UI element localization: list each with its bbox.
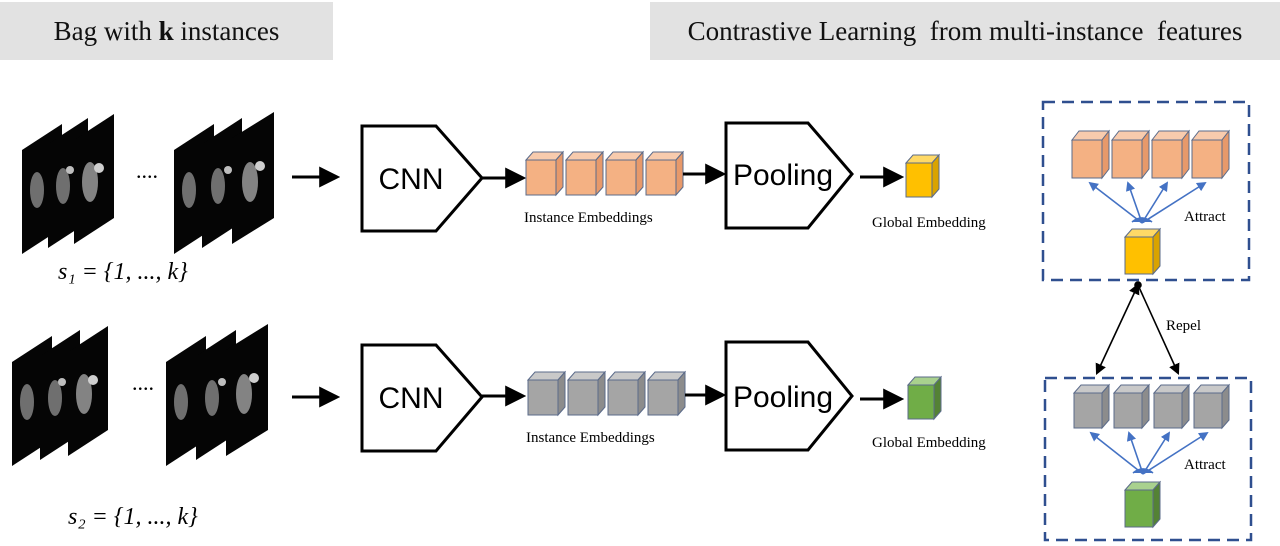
header-bag: Bag with k instances (0, 2, 333, 60)
set-label-2: s₂ = {1, ..., k} (68, 504, 198, 530)
embedding-cube (1152, 383, 1191, 430)
anchor-cube-green (1123, 480, 1162, 529)
embedding-cube (606, 370, 647, 417)
top-instance-cubes (1070, 129, 1231, 180)
embedding-cube (1072, 383, 1111, 430)
cnn-label-1: CNN (379, 163, 444, 196)
attract-arrows-top (1088, 181, 1207, 224)
ct-slice-stack-1b (174, 112, 274, 254)
embedding-cube (1110, 129, 1151, 180)
global-embedding-cube-1 (904, 153, 941, 199)
cnn-block-2 (360, 343, 484, 453)
pooling-label-2: Pooling (733, 381, 833, 414)
ellipsis-row-1: .... (136, 158, 158, 183)
embedding-cube (1070, 129, 1111, 180)
embedding-cube (524, 150, 565, 197)
global-label-2: Global Embedding (872, 435, 986, 451)
ct-slice-stack-1a (22, 114, 114, 254)
row-2: .... s₂ = {1, ..., k} CNN (12, 324, 986, 530)
cnn-block-1 (360, 124, 484, 233)
embeddings-label-2: Instance Embeddings (526, 430, 655, 446)
instance-embeddings-2 (526, 370, 687, 417)
attract-label-bottom: Attract (1184, 457, 1226, 473)
set-label-1: s₁ = {1, ..., k} (58, 259, 188, 285)
header-contrastive: Contrastive Learning from multi-instance… (650, 2, 1280, 60)
pooling-label-1: Pooling (733, 159, 833, 192)
repel-label: Repel (1166, 318, 1201, 334)
embedding-cube (566, 370, 607, 417)
ct-slice-stack-2b (166, 324, 268, 466)
header-bag-suffix: instances (173, 15, 280, 46)
contrastive-panel: Attract Repel (1041, 100, 1253, 542)
attract-arrows-bottom (1089, 431, 1209, 475)
embedding-cube (646, 370, 687, 417)
positive-bag-box (1041, 100, 1251, 282)
row-1: .... s₁ = {1, ..., k} CNN (22, 112, 986, 285)
pooling-block-2 (724, 340, 854, 452)
header-bag-k: k (158, 15, 174, 46)
instance-embeddings-1 (524, 150, 685, 197)
embedding-cube (1190, 129, 1231, 180)
embedding-cube (1112, 383, 1151, 430)
bottom-instance-cubes (1072, 383, 1231, 430)
embedding-cube (644, 150, 685, 197)
ellipsis-row-2: .... (132, 370, 154, 395)
ct-slice-stack-2a (12, 326, 108, 466)
embeddings-label-1: Instance Embeddings (524, 210, 653, 226)
anchor-cube-yellow (1123, 227, 1162, 276)
header-contrastive-text: Contrastive Learning from multi-instance… (687, 15, 1243, 46)
pooling-block-1 (724, 121, 854, 230)
embedding-cube (1150, 129, 1191, 180)
embedding-cube (604, 150, 645, 197)
attract-label-top: Attract (1184, 209, 1226, 225)
embedding-cube (526, 370, 567, 417)
header-bag-prefix: Bag with (53, 15, 159, 46)
embedding-cube (1192, 383, 1231, 430)
global-embedding-cube-2 (906, 375, 943, 421)
repel-arrows (1095, 281, 1180, 376)
embedding-cube (564, 150, 605, 197)
cnn-label-2: CNN (379, 382, 444, 415)
global-label-1: Global Embedding (872, 215, 986, 231)
negative-bag-box (1043, 376, 1253, 542)
